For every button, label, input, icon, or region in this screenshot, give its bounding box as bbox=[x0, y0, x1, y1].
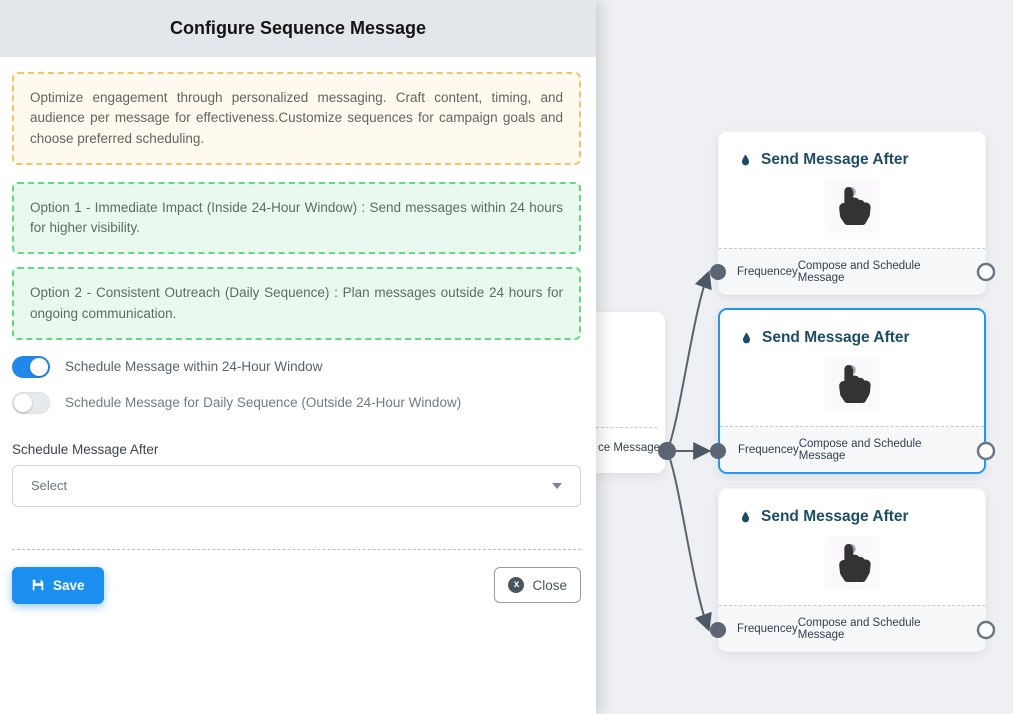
schedule-after-label: Schedule Message After bbox=[12, 441, 159, 457]
send-message-after-node-2[interactable]: Send Message After Frequencey Compose an… bbox=[718, 308, 986, 474]
node-title: Send Message After bbox=[761, 508, 909, 525]
frequency-link[interactable]: Frequencey bbox=[738, 443, 799, 456]
hand-pointer-icon[interactable] bbox=[825, 536, 879, 590]
hand-pointer-icon[interactable] bbox=[825, 179, 879, 233]
frequency-link[interactable]: Frequencey bbox=[737, 265, 798, 278]
compose-schedule-link[interactable]: Compose and Schedule Message bbox=[798, 437, 922, 462]
node-footer-label-truncated: ce Message bbox=[598, 442, 661, 454]
sequence-message-node[interactable]: ce Message bbox=[596, 312, 665, 473]
configure-sequence-dialog: Configure Sequence Message Optimize enga… bbox=[0, 0, 596, 714]
option1-note: Option 1 - Immediate Impact (Inside 24-H… bbox=[12, 181, 581, 255]
hand-pointer-icon[interactable] bbox=[825, 357, 879, 411]
compose-schedule-link[interactable]: Compose and Schedule Message bbox=[797, 259, 921, 284]
node-title: Send Message After bbox=[761, 151, 909, 168]
toggle-knob bbox=[30, 357, 48, 376]
close-icon: x bbox=[508, 577, 525, 594]
droplet-icon bbox=[741, 511, 750, 523]
select-value: Select bbox=[31, 478, 68, 494]
frequency-link[interactable]: Frequencey bbox=[737, 622, 798, 635]
compose-schedule-link[interactable]: Compose and Schedule Message bbox=[797, 616, 921, 641]
toggle-daily-sequence[interactable] bbox=[12, 391, 50, 414]
footer-divider bbox=[12, 548, 581, 550]
toggle-within-24h[interactable] bbox=[12, 355, 50, 378]
node-title: Send Message After bbox=[762, 329, 910, 346]
send-message-after-node-3[interactable]: Send Message After Frequencey Compose an… bbox=[718, 488, 986, 652]
toggle-within-24h-label: Schedule Message within 24-Hour Window bbox=[65, 359, 323, 375]
flow-canvas[interactable]: ce Message Send Message After Frequencey… bbox=[596, 0, 1013, 714]
toggle-knob bbox=[14, 393, 32, 412]
droplet-icon bbox=[742, 332, 751, 344]
chevron-down-icon bbox=[552, 482, 562, 489]
schedule-after-select[interactable]: Select bbox=[12, 464, 581, 507]
dialog-title: Configure Sequence Message bbox=[0, 0, 596, 57]
node-footer-divider bbox=[596, 427, 657, 428]
toggle-daily-sequence-label: Schedule Message for Daily Sequence (Out… bbox=[65, 395, 462, 411]
edge-to-node-1 bbox=[666, 270, 712, 452]
close-button[interactable]: x Close bbox=[494, 567, 581, 604]
edge-to-node-3 bbox=[666, 450, 712, 632]
send-message-after-node-1[interactable]: Send Message After Frequencey Compose an… bbox=[718, 131, 986, 295]
save-icon bbox=[32, 580, 44, 591]
save-button[interactable]: Save bbox=[12, 566, 104, 604]
intro-note: Optimize engagement through personalized… bbox=[12, 72, 581, 165]
option2-note: Option 2 - Consistent Outreach (Daily Se… bbox=[12, 267, 581, 340]
droplet-icon bbox=[741, 154, 750, 166]
